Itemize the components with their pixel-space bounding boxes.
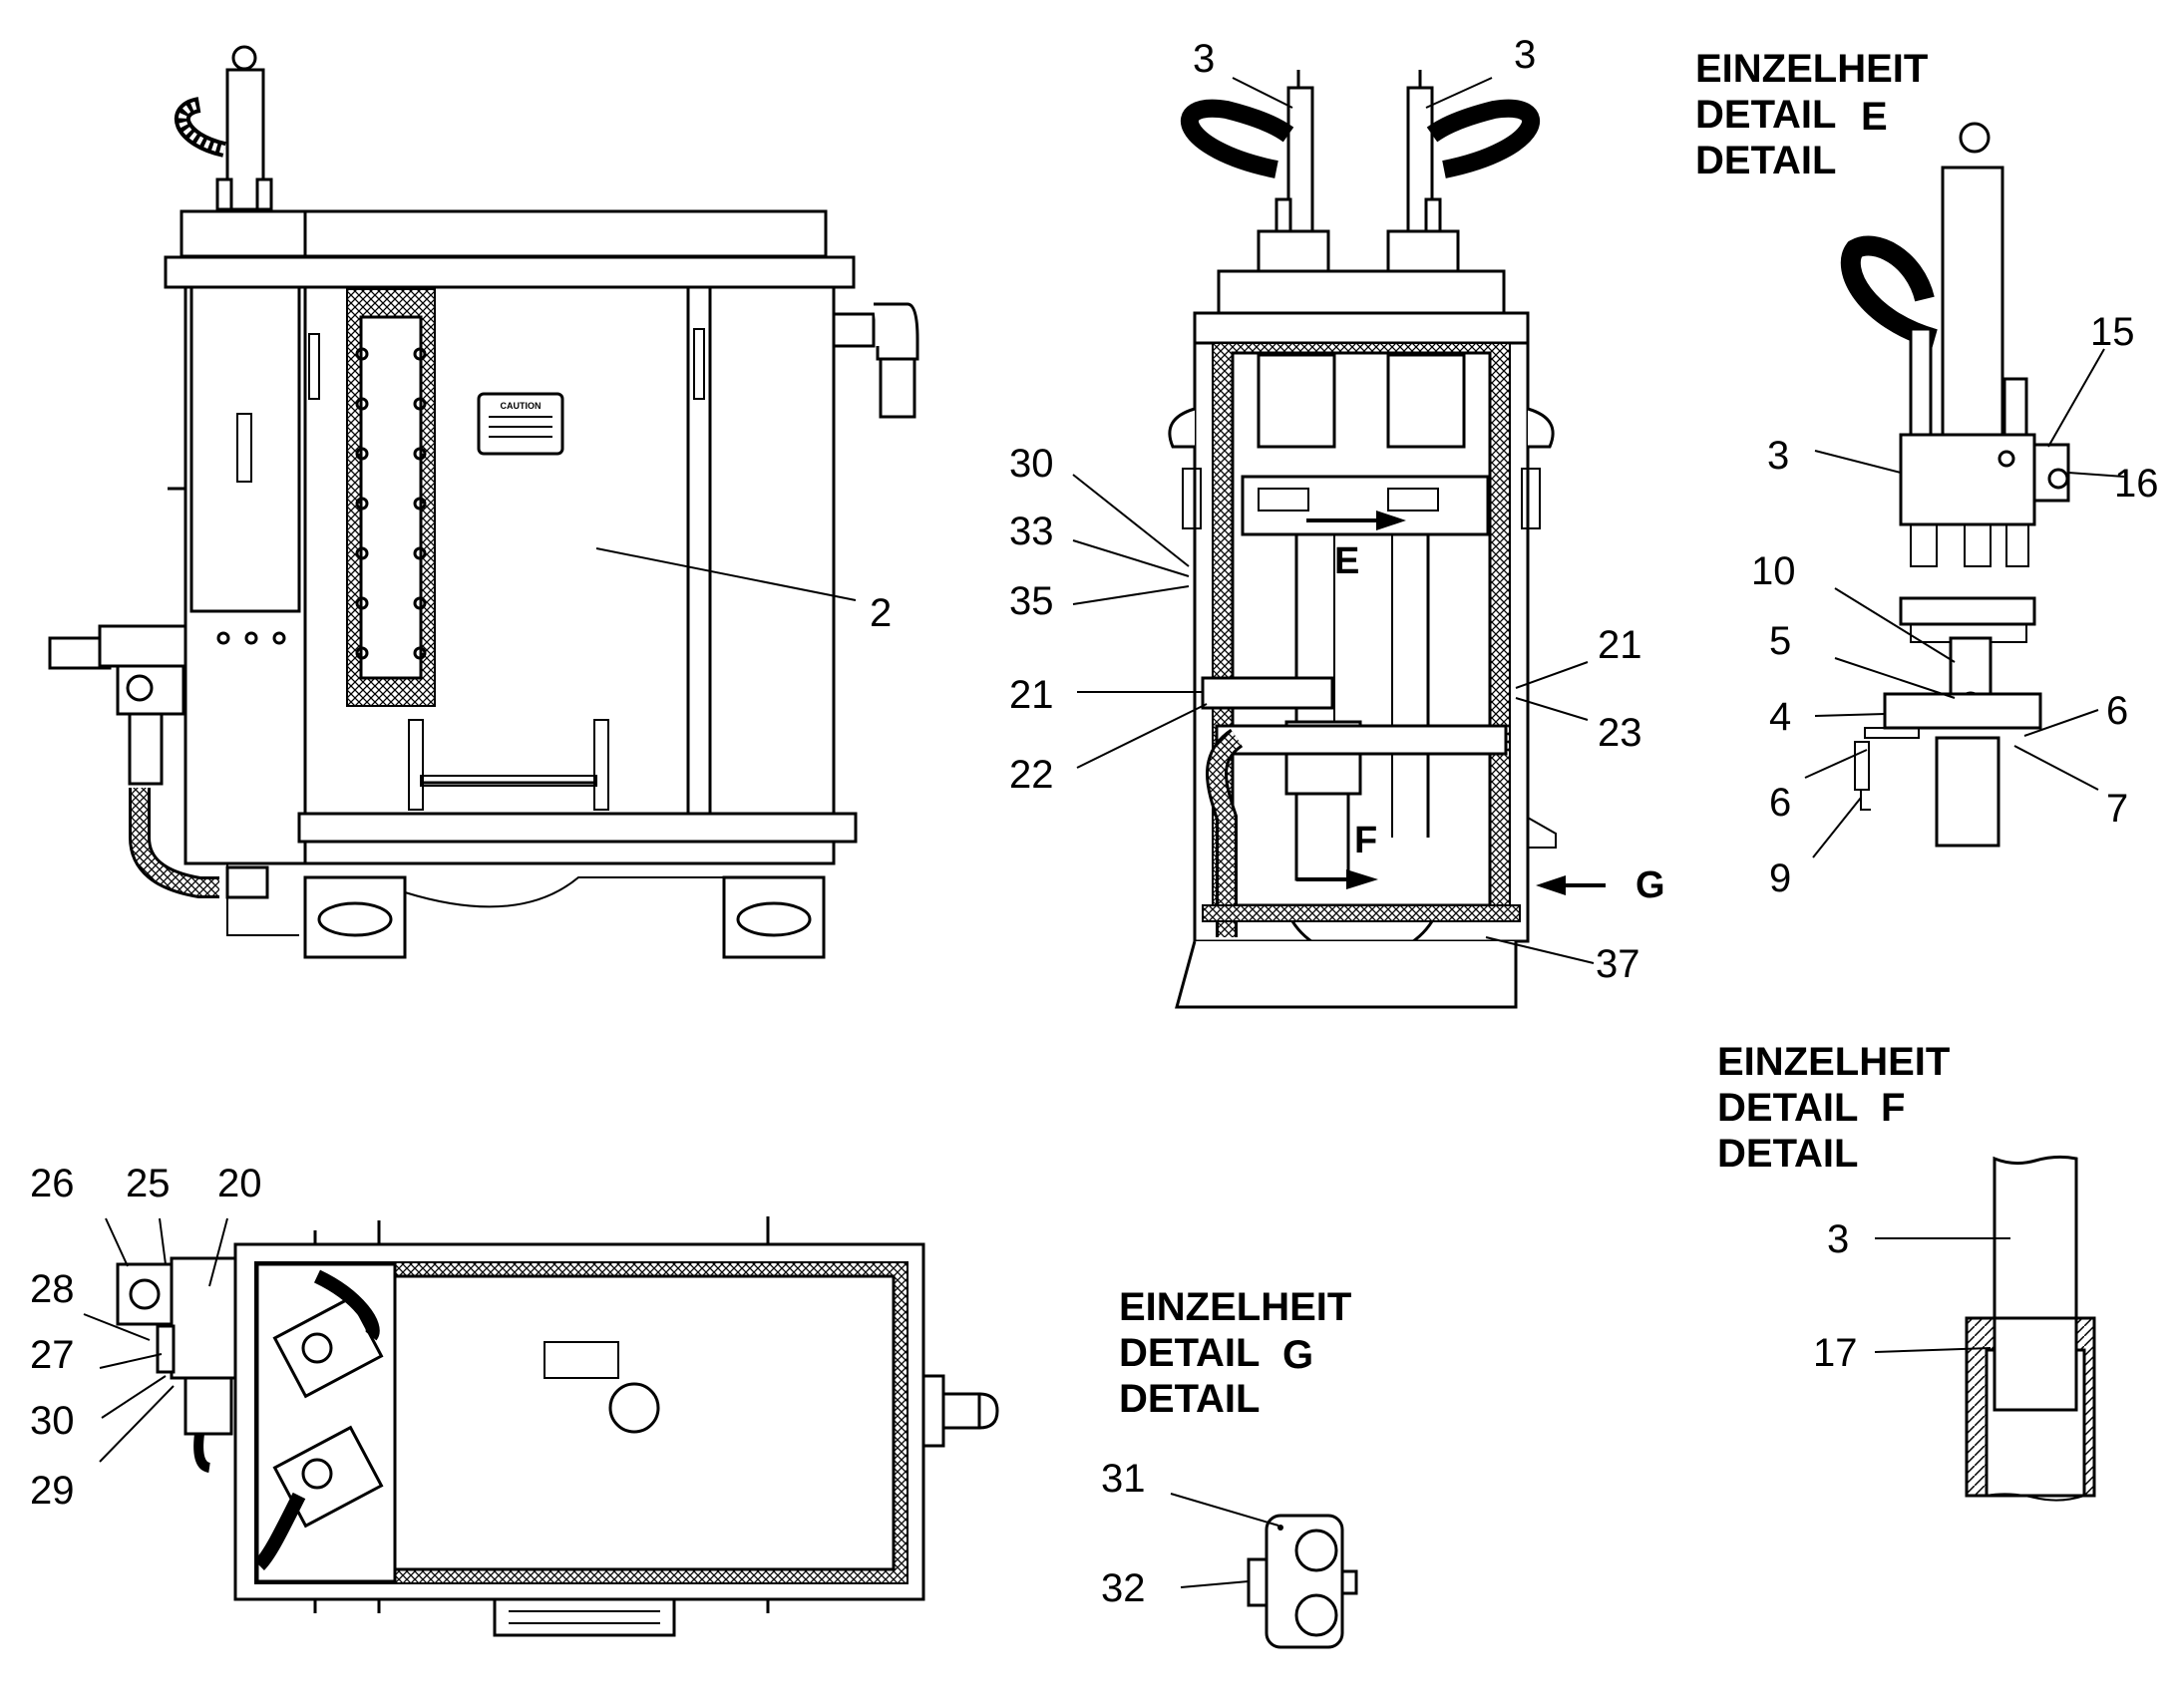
callout-37: 37 (1596, 942, 1640, 986)
view-marker-e: E (1334, 540, 1359, 582)
detail-e-heading-line3: DETAIL (1695, 139, 1836, 182)
callout-31: 31 (1101, 1457, 1146, 1501)
detail-e-heading-line1: EINZELHEIT (1695, 47, 1928, 91)
callout-29: 29 (30, 1469, 75, 1513)
callout-15: 15 (2090, 310, 2135, 354)
top-view: 26 25 20 28 27 30 29 (30, 1162, 999, 1637)
callout-32: 32 (1101, 1566, 1146, 1610)
side-view: CAUTION 2 (48, 45, 919, 959)
callout-3-detail-f: 3 (1827, 1217, 1849, 1261)
detail-f: EINZELHEIT DETAIL F DETAIL 3 17 (1717, 1040, 2096, 1502)
callout-22: 22 (1009, 753, 1054, 797)
callout-7: 7 (2106, 787, 2128, 831)
detail-e-letter: E (1861, 95, 1888, 139)
view-marker-f: F (1354, 820, 1377, 861)
callout-3-right: 3 (1514, 33, 1536, 77)
detail-f-heading-line1: EINZELHEIT (1717, 1040, 1950, 1084)
detail-g: EINZELHEIT DETAIL G DETAIL 31 32 (1101, 1285, 1358, 1649)
detail-e: EINZELHEIT DETAIL E DETAIL (1695, 47, 2159, 900)
sight-glass-bolts (355, 347, 427, 660)
detail-e-heading-line2: DETAIL (1695, 93, 1836, 137)
callout-20: 20 (217, 1162, 262, 1205)
callout-16: 16 (2114, 462, 2159, 506)
detail-g-heading-line3: DETAIL (1119, 1377, 1260, 1421)
callout-6-right: 6 (2106, 689, 2128, 733)
detail-g-heading-line1: EINZELHEIT (1119, 1285, 1351, 1329)
callout-23: 23 (1598, 711, 1642, 755)
detail-f-letter: F (1881, 1086, 1905, 1130)
callout-35: 35 (1009, 579, 1054, 623)
callout-5: 5 (1769, 619, 1791, 663)
callout-3-detail-e: 3 (1767, 434, 1789, 478)
callout-30: 30 (1009, 442, 1054, 486)
callout-6-left: 6 (1769, 781, 1791, 825)
callout-25: 25 (126, 1162, 171, 1205)
callout-30-top: 30 (30, 1399, 75, 1443)
detail-f-heading-line2: DETAIL (1717, 1086, 1858, 1130)
callout-21-left: 21 (1009, 673, 1054, 717)
callout-2: 2 (870, 591, 892, 635)
callout-27: 27 (30, 1333, 75, 1377)
caution-label: CAUTION (501, 401, 542, 411)
caution-plate (477, 392, 564, 456)
detail-g-heading-line2: DETAIL (1119, 1331, 1260, 1375)
detail-f-heading-line3: DETAIL (1717, 1132, 1858, 1176)
callout-33: 33 (1009, 510, 1054, 553)
view-marker-g: G (1635, 864, 1665, 906)
front-view: E F G 3 3 30 33 (1009, 33, 1665, 1009)
callout-28: 28 (30, 1267, 75, 1311)
callout-9: 9 (1769, 856, 1791, 900)
callout-10: 10 (1751, 549, 1796, 593)
callout-17: 17 (1813, 1331, 1858, 1375)
callout-4: 4 (1769, 695, 1791, 739)
callout-21-right: 21 (1598, 623, 1642, 667)
detail-g-letter: G (1282, 1333, 1313, 1377)
callout-3-left: 3 (1193, 37, 1215, 81)
callout-26: 26 (30, 1162, 75, 1205)
